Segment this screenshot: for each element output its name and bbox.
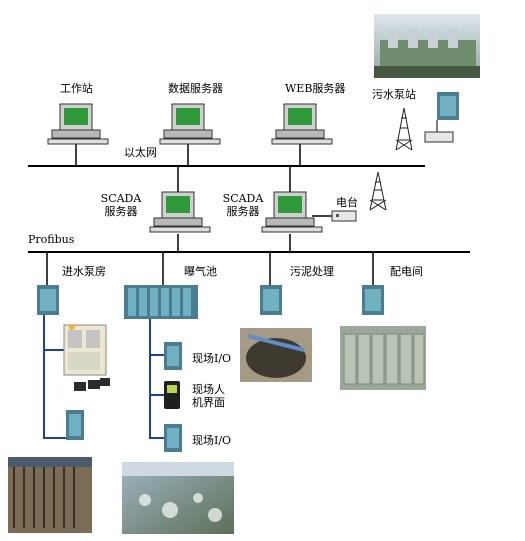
bar-screen-photo [8,457,92,533]
scada-server-right-computer [261,191,323,233]
data-server-computer [159,103,221,145]
field-hmi-panel [164,381,180,409]
scada-left-line2: 服务器 [104,205,138,218]
inlet-motors [74,378,110,391]
profibus-label: Profibus [28,233,75,246]
pump-station-plc [437,92,459,120]
data-server-label: 数据服务器 [168,82,223,95]
power-room-photo [340,326,426,390]
scada-server-left-computer [149,191,211,233]
field-io-1-label: 现场I/O [192,352,232,365]
plc-aeration-rack [124,285,198,319]
pump-station-modem [424,120,454,143]
workstation-label: 工作站 [60,82,93,95]
plc-power-room [362,285,384,315]
sludge-treatment-photo [240,328,312,382]
field-io-2-label: 现场I/O [192,434,232,447]
aeration-tank-photo [122,462,234,534]
web-server-label: WEB服务器 [285,82,346,95]
scada-left-line1: SCADA [100,192,142,205]
radio-station-label: 电台 [336,196,358,209]
radio-modem [331,210,357,222]
scada-right-line2: 服务器 [226,205,260,218]
scada-left-label: SCADA 服务器 [96,192,146,218]
radio-tower-icon [369,171,387,211]
scada-right-label: SCADA 服务器 [218,192,268,218]
field-hmi-label: 现场人 机界面 [192,383,225,409]
ethernet-label: 以太网 [124,146,157,159]
inlet-control-cabinet [63,324,107,376]
field-io-module-1 [164,342,182,370]
web-server-computer [271,103,333,145]
inlet-pump-house-label: 进水泵房 [62,265,106,278]
aeration-tank-label: 曝气池 [184,265,217,278]
plc-sludge [260,285,282,315]
ethernet-drops [46,142,374,285]
scada-right-line1: SCADA [222,192,264,205]
field-hmi-line1: 现场人 [192,383,225,396]
field-links [43,315,164,439]
remote-tower-icon [395,107,413,151]
power-room-label: 配电间 [390,265,423,278]
plc-inlet-pump-house [37,285,59,315]
pump-station-photo [374,14,480,78]
sludge-treatment-label: 污泥处理 [290,265,334,278]
sewage-pump-station-label: 污水泵站 [372,88,416,101]
workstation-computer [47,103,109,145]
network-buses [28,165,470,253]
inlet-io-module [66,410,84,440]
field-io-module-2 [164,424,182,452]
field-hmi-line2: 机界面 [192,396,225,409]
